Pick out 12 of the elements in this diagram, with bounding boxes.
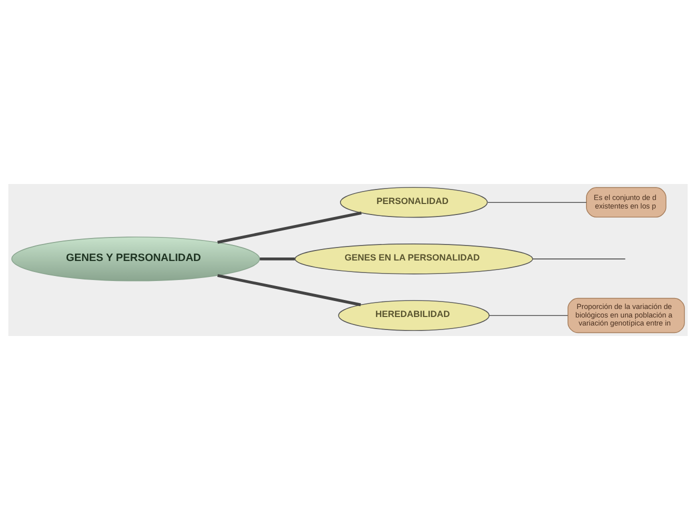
connector bbox=[217, 274, 362, 306]
node-ellipse: HEREDABILIDAD bbox=[338, 300, 490, 331]
connector bbox=[532, 258, 626, 260]
node-ellipse: PERSONALIDAD bbox=[340, 186, 488, 218]
connector bbox=[217, 212, 362, 244]
connector bbox=[487, 202, 587, 203]
node-box: Es el conjunto de d existentes en los p bbox=[586, 187, 666, 218]
node-ellipse: GENES Y PERSONALIDAD bbox=[11, 236, 260, 282]
node-ellipse: GENES EN LA PERSONALIDAD bbox=[294, 244, 534, 274]
node-box: Proporción de la variación de biológicos en una población a variación genotípica entre in bbox=[568, 298, 685, 334]
connector bbox=[260, 258, 295, 260]
connector bbox=[488, 315, 568, 316]
